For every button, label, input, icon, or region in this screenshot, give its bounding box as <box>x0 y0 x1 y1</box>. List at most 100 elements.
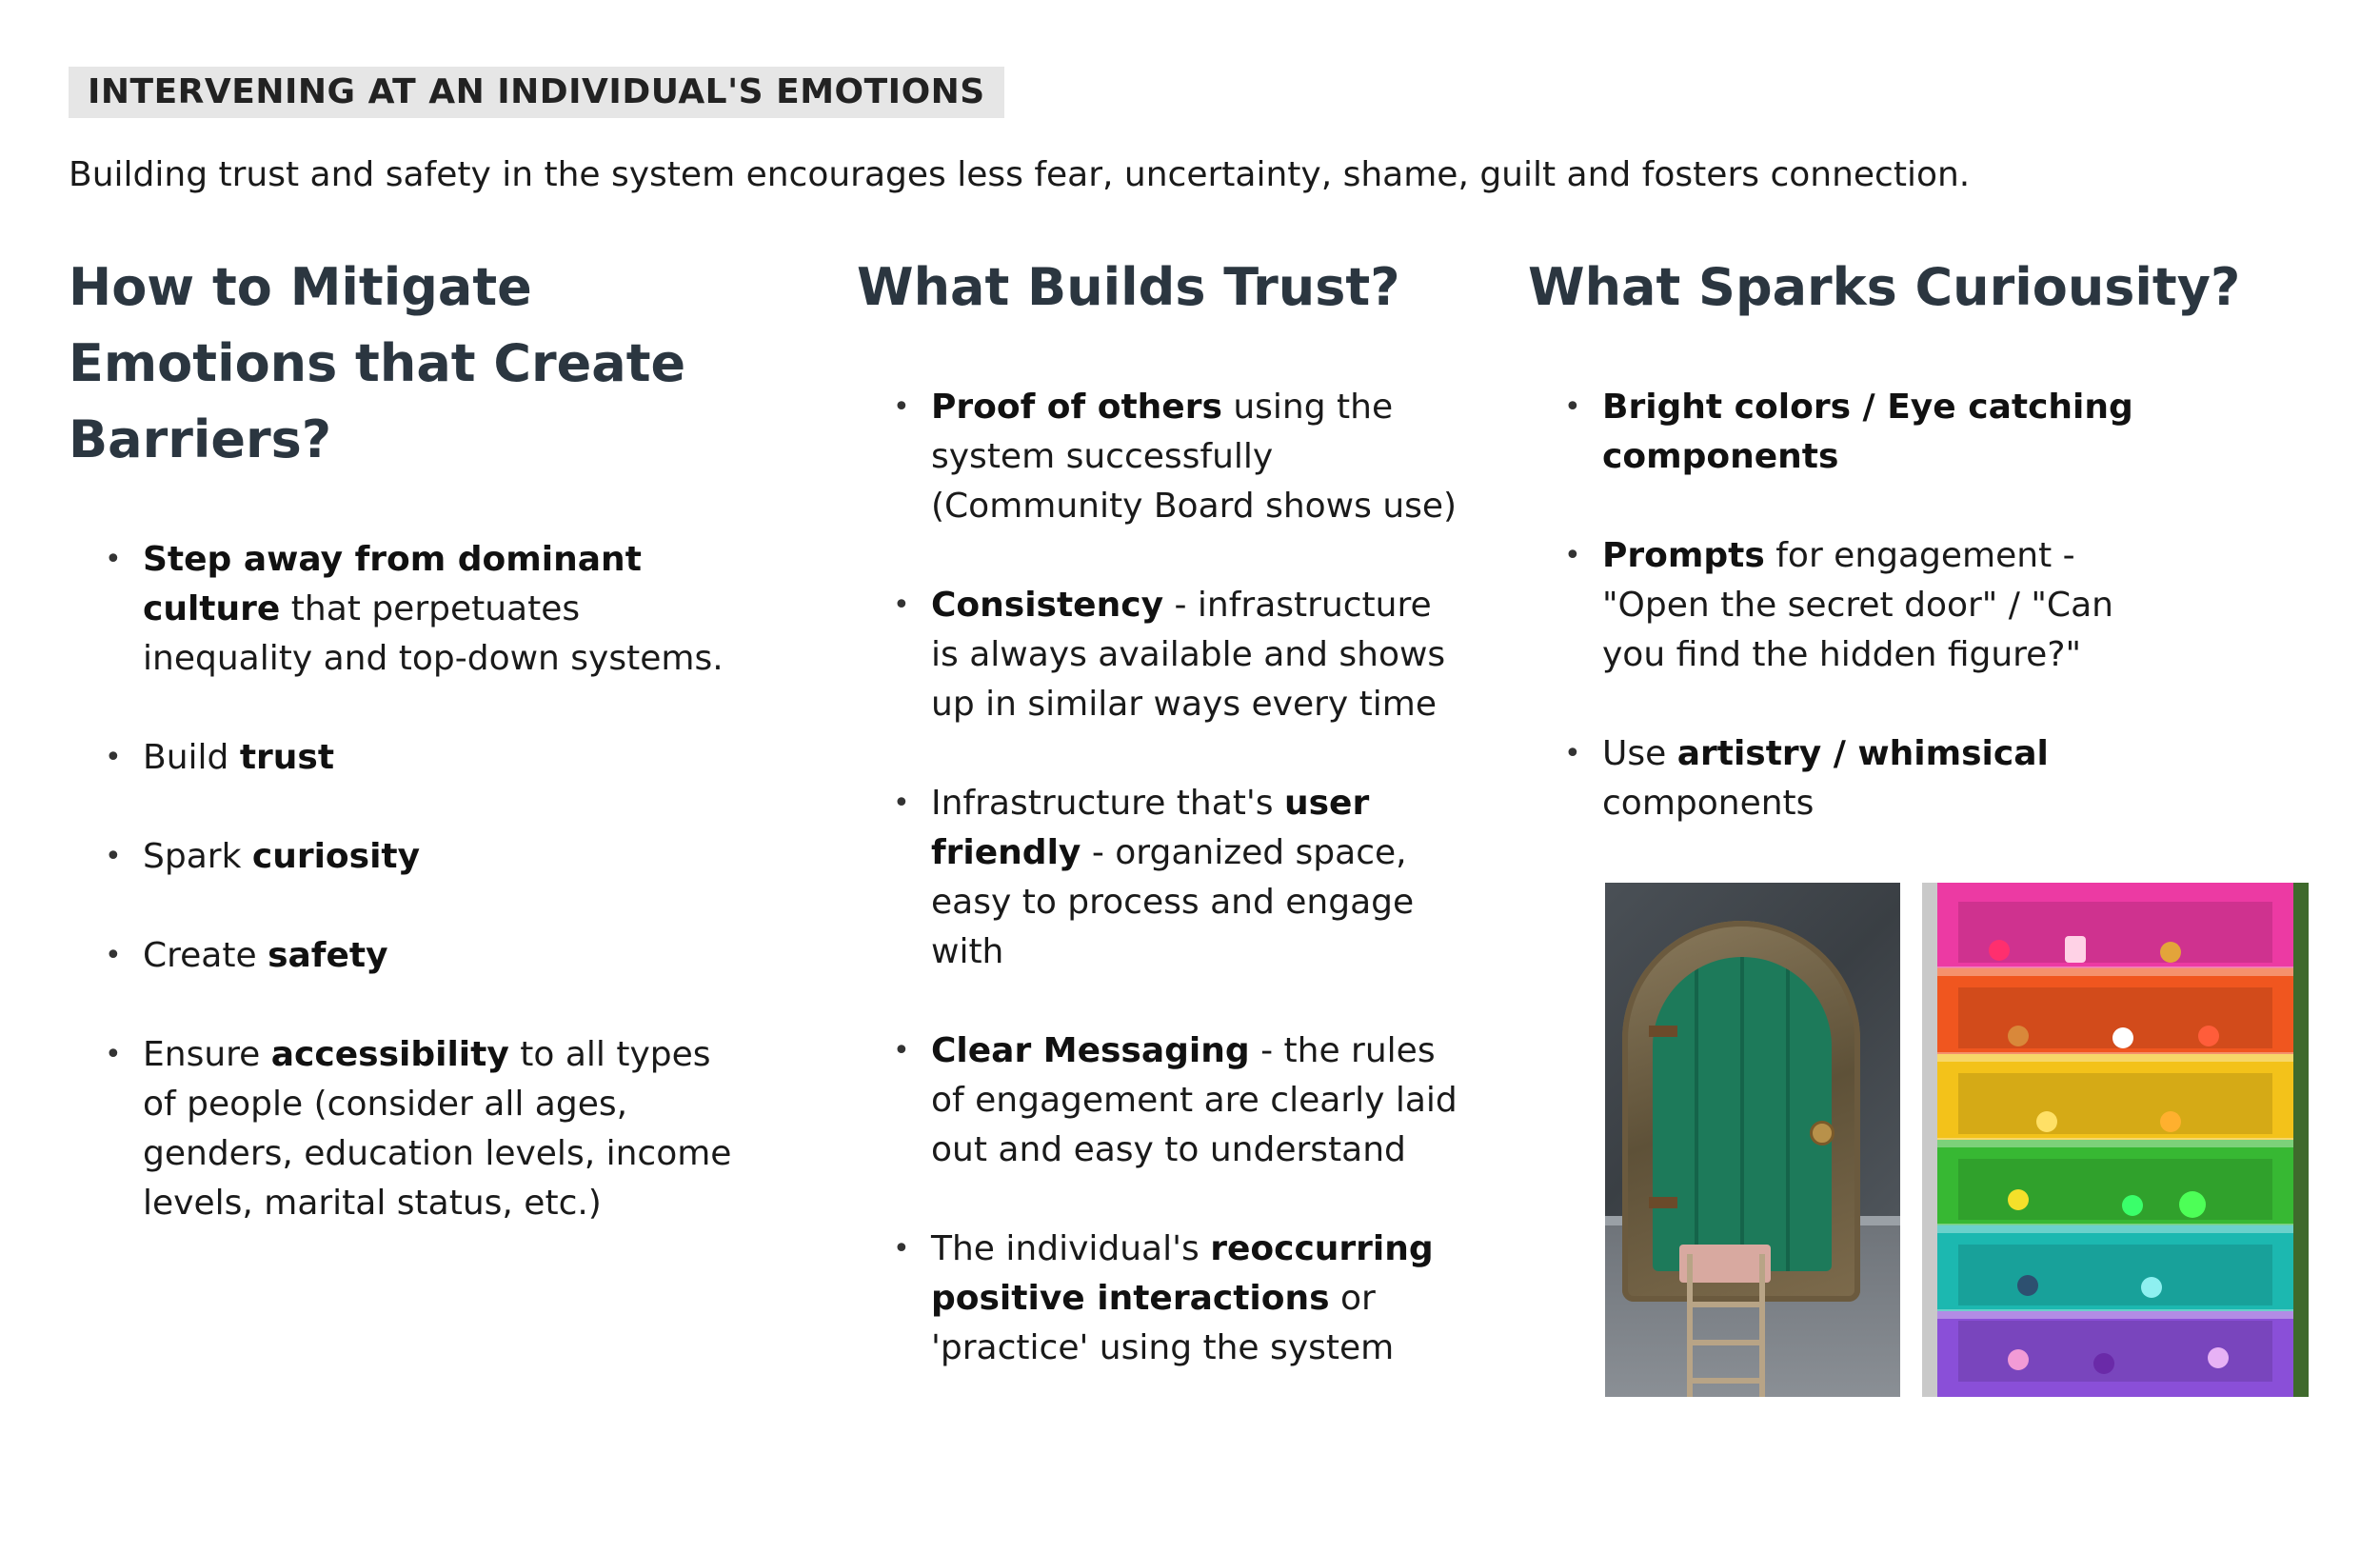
bullet-list: • Step away from dominant culture that pe… <box>69 535 811 1228</box>
bullet-item: • Consistency - infrastructure is always … <box>857 581 1466 729</box>
bullet-list: • Bright colors / Eye catching components… <box>1528 383 2347 828</box>
bullet-dot: • <box>893 390 910 424</box>
bullet-text: using the system successfully (Community… <box>931 388 1458 526</box>
column-title: How to Mitigate Emotions that Create Bar… <box>69 257 686 469</box>
rainbow-shelf-photo <box>1922 883 2309 1397</box>
bullet-emphasis: Consistency <box>931 586 1164 625</box>
toy-figure <box>2160 1111 2181 1132</box>
bullet-text: The individual's <box>931 1229 1211 1268</box>
bullet-text: to all types of people (consider all age… <box>143 1035 732 1223</box>
shelf-board <box>1937 1309 2293 1319</box>
shelf-cubby <box>1958 902 2272 963</box>
toy-figure <box>2208 1347 2229 1368</box>
shelf-board <box>1937 1224 2293 1233</box>
bullet-item: • Spark curiosity <box>69 832 735 882</box>
bullet-dot: • <box>1564 539 1581 572</box>
bullet-list: • Proof of others using the system succes… <box>857 383 1504 1373</box>
bullet-emphasis: Proof of others <box>931 388 1222 427</box>
shelf-board <box>1937 1138 2293 1147</box>
toy-figure <box>2112 1027 2133 1048</box>
bullet-item: • Prompts for engagement - "Open the secr… <box>1528 531 2137 680</box>
column-title: What Builds Trust? <box>857 257 1400 317</box>
shelf-board <box>1937 1052 2293 1062</box>
bullet-item: • Clear Messaging - the rules of engageme… <box>857 1026 1466 1175</box>
ladder-rung <box>1689 1340 1761 1345</box>
bullet-dot: • <box>893 787 910 820</box>
bullet-text: Use <box>1602 734 1677 773</box>
bullet-dot: • <box>105 939 122 972</box>
background-car <box>1922 883 1941 1397</box>
bullet-text: - organized space, easy to process and e… <box>931 833 1415 971</box>
bullet-dot: • <box>105 543 122 576</box>
bullet-text: Spark <box>143 837 252 876</box>
toy-figure <box>2179 1191 2206 1218</box>
bullet-item: • Build trust <box>69 733 735 783</box>
toy-figure <box>2065 936 2086 963</box>
rainbow-shelf <box>1937 883 2293 1397</box>
bullet-dot: • <box>1564 737 1581 770</box>
bullet-dot: • <box>105 1038 122 1071</box>
bullet-emphasis: user friendly <box>931 784 1370 872</box>
bullet-item: • Ensure accessibility to all types of pe… <box>69 1030 735 1228</box>
ladder-rail <box>1687 1254 1693 1397</box>
bullet-text: components <box>1602 784 1815 823</box>
shelf-cubby <box>1958 1159 2272 1220</box>
door-hinge <box>1649 1026 1677 1037</box>
bullet-text: Create <box>143 936 268 975</box>
bullet-emphasis: artistry / whimsical <box>1676 734 2049 773</box>
column-builds-trust: What Builds Trust? • Proof of others usin… <box>857 249 1504 1423</box>
bullet-text: or 'practice' using the system <box>931 1279 1395 1367</box>
toy-figure <box>2093 1353 2114 1374</box>
bullet-dot: • <box>893 1034 910 1067</box>
bullet-text: Build <box>143 738 240 777</box>
green-door <box>1653 957 1832 1271</box>
bullet-dot: • <box>105 741 122 774</box>
door-knob <box>1810 1121 1835 1146</box>
bullet-text: Infrastructure that's <box>931 784 1284 823</box>
bullet-dot: • <box>893 588 910 622</box>
bullet-text: for engagement - "Open the secret door" … <box>1602 536 2113 674</box>
ladder-rung <box>1689 1378 1761 1384</box>
toy-figure <box>2017 1275 2038 1296</box>
intro-text: Building trust and safety in the system … <box>69 155 1971 194</box>
bullet-text: that perpetuates inequality and top-down… <box>143 589 724 678</box>
bullet-emphasis: curiosity <box>251 837 421 876</box>
bullet-emphasis: Clear Messaging <box>931 1031 1250 1070</box>
toy-figure <box>2008 1349 2029 1370</box>
bullet-item: • Bright colors / Eye catching components <box>1528 383 2137 482</box>
ladder-rail <box>1759 1254 1765 1397</box>
bullet-item: • Proof of others using the system succes… <box>857 383 1466 531</box>
bullet-emphasis: trust <box>239 738 335 777</box>
bullet-emphasis: accessibility <box>270 1035 509 1074</box>
toy-figure <box>2008 1026 2029 1046</box>
bullet-text: - the rules of engagement are clearly la… <box>931 1031 1458 1169</box>
bullet-emphasis: Step away from dominant culture <box>143 540 642 628</box>
toy-figure <box>2141 1277 2162 1298</box>
toy-figure <box>2122 1195 2143 1216</box>
ladder-platform <box>1679 1245 1771 1283</box>
toy-figure <box>2160 942 2181 963</box>
bullet-emphasis: reoccurring positive interactions <box>931 1229 1434 1318</box>
bullet-item: • Step away from dominant culture that pe… <box>69 535 735 684</box>
bullet-emphasis: Prompts <box>1602 536 1765 575</box>
background-foliage <box>2290 883 2309 1397</box>
shelf-cubby <box>1958 1245 2272 1305</box>
ladder-rung <box>1689 1302 1761 1307</box>
bullet-emphasis: Bright colors / Eye catching components <box>1602 388 2133 476</box>
toy-figure <box>1989 940 2010 961</box>
bullet-dot: • <box>105 840 122 873</box>
bullet-emphasis: safety <box>268 936 388 975</box>
fairy-door-photo <box>1605 883 1900 1397</box>
bullet-item: • Infrastructure that's user friendly - o… <box>857 779 1466 977</box>
shelf-board <box>1937 966 2293 976</box>
bullet-item: • Use artistry / whimsical components <box>1528 729 2137 828</box>
bullet-dot: • <box>1564 390 1581 424</box>
bullet-dot: • <box>893 1232 910 1265</box>
column-sparks-curiosity: What Sparks Curiousity? • Bright colors /… <box>1528 249 2347 878</box>
column-title: What Sparks Curiousity? <box>1528 257 2241 317</box>
toy-figure <box>2198 1026 2219 1046</box>
section-eyebrow: INTERVENING AT AN INDIVIDUAL'S EMOTIONS <box>69 67 1004 118</box>
toy-figure <box>2008 1189 2029 1210</box>
bullet-text: Ensure <box>143 1035 271 1074</box>
bullet-text: - infrastructure is always available and… <box>931 586 1446 724</box>
